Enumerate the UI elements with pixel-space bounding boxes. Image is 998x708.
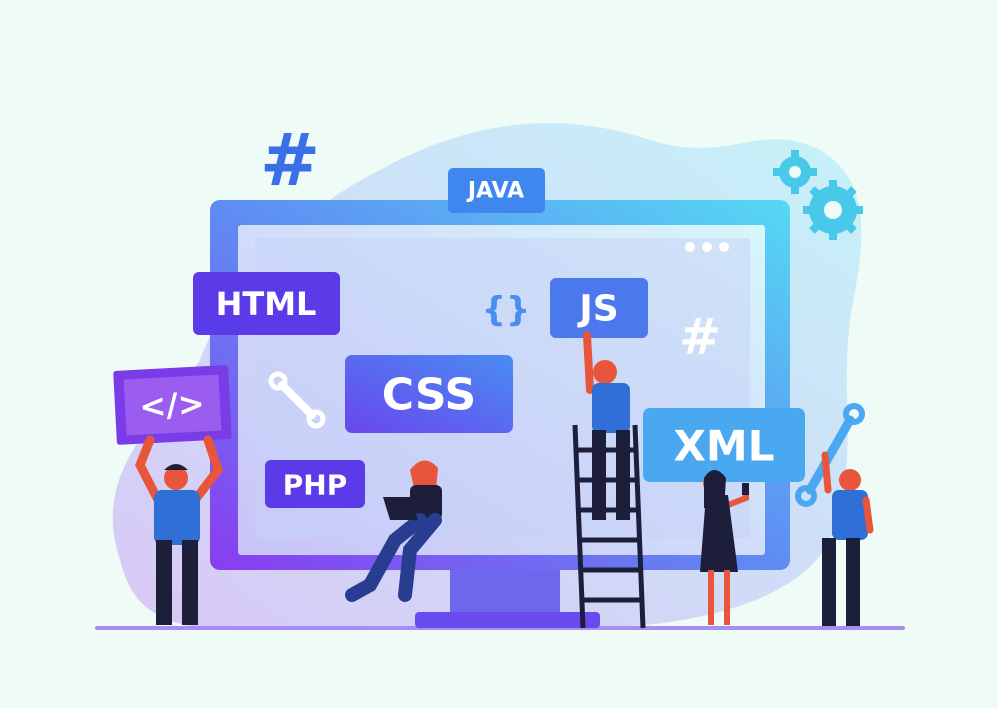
tag-java: JAVA xyxy=(448,168,545,213)
hash-icon: # xyxy=(260,118,320,202)
svg-text:CSS: CSS xyxy=(382,370,477,421)
braces-icon: {} xyxy=(482,290,530,330)
gears-icon xyxy=(773,150,863,240)
tag-js: JS xyxy=(550,278,648,338)
svg-text:</>: </> xyxy=(138,384,205,425)
tag-html: HTML xyxy=(193,272,340,335)
ladder xyxy=(572,424,646,629)
svg-text:JS: JS xyxy=(576,289,618,330)
wrench-icon xyxy=(268,371,326,429)
person-on-ladder xyxy=(583,331,630,520)
svg-text:HTML: HTML xyxy=(216,285,317,323)
person-holding-sign xyxy=(135,435,224,625)
svg-text:PHP: PHP xyxy=(283,469,347,502)
tag-xml: XML xyxy=(643,408,805,482)
tag-code: </> xyxy=(113,365,232,445)
tag-css: CSS xyxy=(345,355,513,433)
tag-php: PHP xyxy=(265,460,365,508)
person-with-laptop xyxy=(345,460,442,602)
svg-text:JAVA: JAVA xyxy=(466,179,524,204)
person-with-phone xyxy=(700,470,749,625)
wrench-icon xyxy=(795,403,865,507)
hash-icon: # xyxy=(679,308,721,366)
svg-text:XML: XML xyxy=(674,422,775,471)
window-dots-icon xyxy=(685,242,729,252)
person-with-wrench xyxy=(795,403,874,626)
